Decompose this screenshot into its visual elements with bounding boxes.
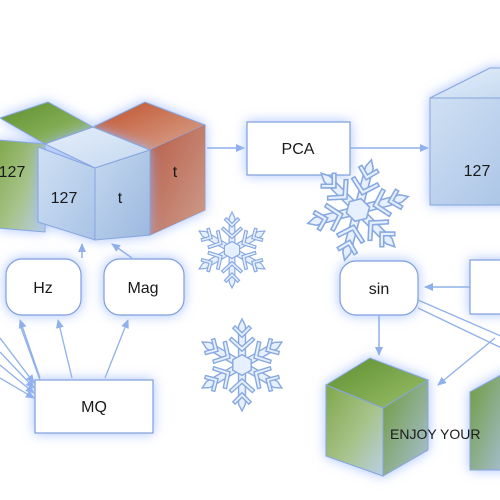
arrow-sin-out-1 bbox=[417, 299, 500, 337]
mq-label: MQ bbox=[81, 399, 107, 416]
arrow-in-5 bbox=[19, 324, 41, 381]
cube-right-large bbox=[429, 67, 500, 206]
cube-left-front-label: 127 bbox=[51, 190, 78, 207]
arrow-in-1 bbox=[0, 337, 35, 384]
cube-left-back bbox=[0, 101, 95, 233]
bottom-caption: ENJOY YOUR bbox=[390, 426, 481, 442]
hz-label: Hz bbox=[33, 280, 53, 297]
sin-label: sin bbox=[369, 281, 389, 298]
arrow-in-3 bbox=[0, 364, 35, 394]
arrow-in-4 bbox=[0, 377, 35, 399]
mag-node[interactable] bbox=[103, 258, 185, 316]
cube-left-back-label: 127 bbox=[0, 164, 25, 181]
cube-bottom-right bbox=[469, 374, 500, 471]
hz-node[interactable] bbox=[5, 258, 82, 316]
cube-left-front bbox=[37, 126, 152, 241]
arrow-mq-to-mag bbox=[104, 319, 129, 379]
cube-left-right-label: t bbox=[173, 164, 178, 181]
arrow-mq-to-hz bbox=[55, 319, 73, 379]
arrow-sin-out-2 bbox=[417, 307, 500, 348]
cube-bottom-green bbox=[324, 357, 430, 477]
arrow-in-2 bbox=[0, 351, 35, 389]
sin-node[interactable] bbox=[339, 260, 419, 316]
pca-box[interactable] bbox=[246, 121, 351, 176]
snowflake-icon bbox=[194, 212, 270, 288]
right-partial-box[interactable] bbox=[469, 259, 500, 315]
snowflake-icon bbox=[196, 319, 288, 411]
arrow-mq-to-hz-2 bbox=[18, 319, 41, 379]
pca-label: PCA bbox=[282, 141, 315, 158]
mag-label: Mag bbox=[127, 280, 158, 297]
arrow-mag-to-cube bbox=[111, 243, 133, 259]
mq-box[interactable] bbox=[34, 379, 154, 434]
cube-right-large-label: 127 bbox=[464, 163, 491, 180]
cube-left-front-side-label: t bbox=[118, 190, 123, 207]
arrow-to-bottom-cube bbox=[437, 337, 496, 386]
